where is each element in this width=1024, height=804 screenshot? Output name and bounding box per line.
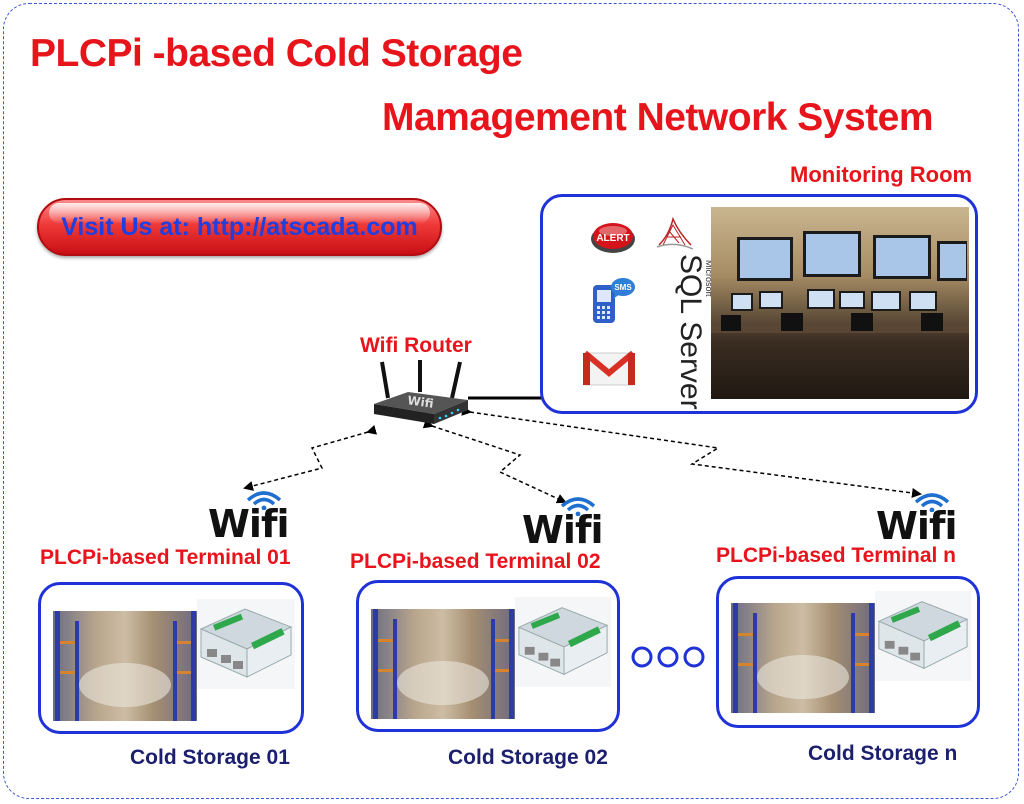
title-line-2: Mamagement Network System (382, 96, 934, 139)
plcpi-board (877, 601, 969, 670)
alert-icon: ALERT (591, 223, 635, 253)
diagram-frame (3, 3, 1019, 799)
plcpi-board (199, 608, 293, 678)
wifi-text-02: Wifi (522, 508, 603, 552)
cold-storage-photo (371, 609, 515, 719)
warehouse-shelves (373, 609, 514, 719)
monitoring-room-label: Monitoring Room (790, 162, 973, 187)
wifi-badge-n: Wifi (876, 490, 968, 548)
terminal-n-box (716, 576, 980, 728)
cold-storage-02-label: Cold Storage 02 (448, 746, 608, 769)
sql-server-text: Microsoft SQL Server (674, 254, 714, 414)
control-room-photo (711, 207, 969, 399)
terminal-01-label: PLCPi-based Terminal 01 (40, 546, 291, 569)
sms-icon-text: SMS (614, 283, 632, 292)
ellipsis-indicator (631, 646, 705, 668)
control-room-screens (711, 231, 969, 333)
gmail-icon (583, 350, 635, 386)
sql-server-glyph-icon (656, 216, 694, 250)
visit-link-button[interactable]: Visit Us at: http://atscada.com (37, 198, 442, 256)
alert-icon-text: ALERT (596, 233, 629, 244)
wifi-router-icon: Wifi (374, 360, 468, 424)
wifi-text-n: Wifi (876, 504, 957, 548)
terminal-02-box (356, 580, 620, 732)
plcpi-board (517, 607, 609, 676)
sql-product-text: SQL Server (674, 254, 707, 410)
wifi-text-01: Wifi (208, 502, 289, 546)
plcpi-device-photo (875, 591, 971, 681)
terminal-02-label: PLCPi-based Terminal 02 (350, 550, 601, 573)
router-wifi-text: Wifi (407, 393, 435, 411)
warehouse-shelves (55, 611, 196, 721)
cold-storage-photo (53, 611, 197, 721)
warehouse-shelves (733, 603, 874, 713)
visit-link-label: Visit Us at: http://atscada.com (61, 213, 418, 241)
cold-storage-photo (731, 603, 875, 713)
wifi-badge-02: Wifi (522, 494, 614, 552)
title-line-1: PLCPi -based Cold Storage (30, 32, 523, 75)
wifi-signal-icon (560, 497, 596, 516)
cold-storage-n-label: Cold Storage n (808, 742, 958, 765)
wireless-link-terminal-02 (422, 418, 567, 504)
terminal-01-box (38, 582, 304, 734)
wifi-badge-01: Wifi (208, 488, 300, 546)
plcpi-device-photo (197, 599, 295, 689)
wifi-router-label: Wifi Router (360, 334, 472, 357)
sms-phone-icon: SMS (593, 278, 635, 323)
wireless-link-terminal-n (461, 405, 922, 498)
plcpi-device-photo (515, 597, 611, 687)
button-gloss (49, 203, 430, 223)
wifi-signal-icon (914, 493, 950, 512)
sql-server-logo: Microsoft SQL Server (647, 215, 714, 410)
terminal-n-label: PLCPi-based Terminal n (716, 544, 956, 567)
wireless-link-terminal-01 (243, 424, 378, 491)
monitoring-room-box: ALERT SMS Microsoft SQL Server (540, 194, 978, 414)
wifi-signal-icon (246, 491, 282, 510)
cold-storage-01-label: Cold Storage 01 (130, 746, 290, 769)
